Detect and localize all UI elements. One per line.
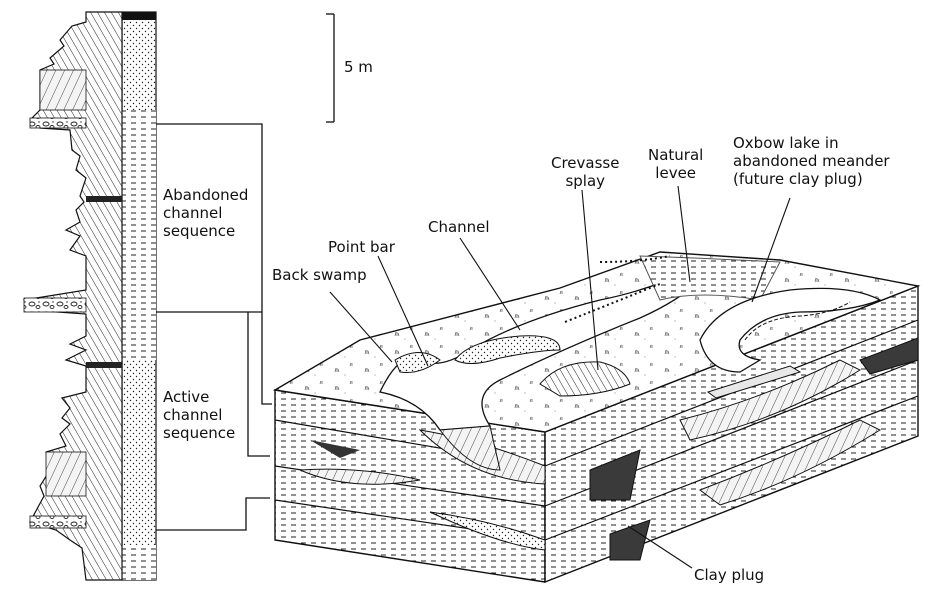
sequence-brackets bbox=[156, 123, 272, 531]
point-bar-label: Point bar bbox=[328, 238, 395, 256]
block-diagram bbox=[272, 251, 921, 584]
back-swamp-label: Back swamp bbox=[272, 266, 367, 284]
active-channel-sequence-label: Active channel sequence bbox=[163, 388, 235, 442]
abandoned-channel-sequence-label: Abandoned channel sequence bbox=[163, 186, 248, 240]
abandoned-line-3: sequence bbox=[163, 222, 236, 240]
active-line-1: Active bbox=[163, 388, 210, 406]
stratigraphic-column bbox=[23, 11, 157, 581]
abandoned-line-2: channel bbox=[163, 204, 223, 222]
oxbow-line-1: Oxbow lake in bbox=[733, 134, 839, 152]
oxbow-line-3: (future clay plug) bbox=[733, 170, 863, 188]
crevasse-line-2: splay bbox=[565, 172, 606, 190]
levee-line-1: Natural bbox=[648, 146, 704, 164]
oxbow-lake-label: Oxbow lake in abandoned meander (future … bbox=[733, 134, 890, 188]
oxbow-line-2: abandoned meander bbox=[733, 152, 890, 170]
active-line-3: sequence bbox=[163, 424, 236, 442]
channel-label: Channel bbox=[428, 218, 490, 236]
levee-line-2: levee bbox=[655, 164, 697, 182]
clay-plug-label: Clay plug bbox=[694, 566, 765, 584]
active-line-2: channel bbox=[163, 406, 223, 424]
natural-levee-label: Natural levee bbox=[648, 146, 703, 182]
abandoned-line-1: Abandoned bbox=[163, 186, 249, 204]
scale-bar bbox=[326, 13, 335, 123]
scale-bar-label: 5 m bbox=[344, 58, 373, 76]
crevasse-splay-label: Crevasse splay bbox=[551, 154, 619, 190]
label-leaders bbox=[329, 185, 791, 569]
crevasse-line-1: Crevasse bbox=[551, 154, 620, 172]
